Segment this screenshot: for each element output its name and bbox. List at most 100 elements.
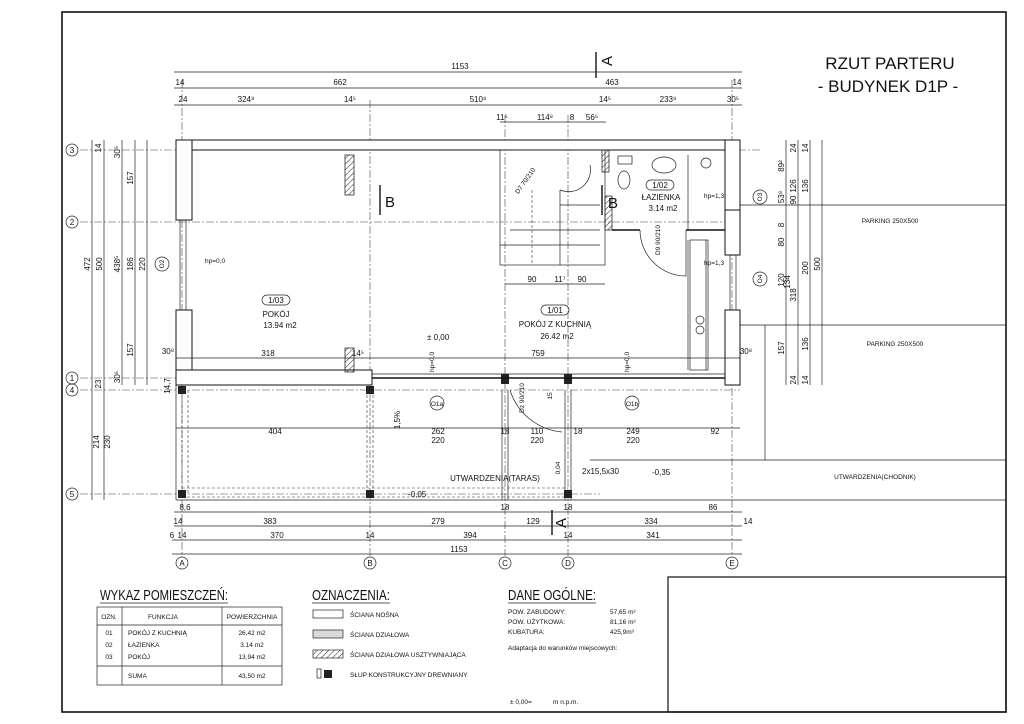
dimension-label: 11⁵ <box>496 113 508 122</box>
dimension-label: ± 0,00= <box>510 699 532 706</box>
dimension-label: 24 <box>179 95 188 104</box>
terrace-label: UTWARDZENIA(TARAS) <box>450 474 540 483</box>
dimension-label: 404 <box>268 427 282 436</box>
dimension-label: 30⁵ <box>727 95 739 104</box>
general-data: DANE OGÓLNE: POW. ZABUDOWY: 57,65 m² POW… <box>508 587 636 706</box>
grid-label-e: E <box>729 559 734 568</box>
grid-label-3: 3 <box>70 146 75 155</box>
dimension-label: 90 <box>578 275 587 284</box>
sheet-frame <box>61 11 1007 713</box>
dimension-label: 14⁵ <box>599 95 611 104</box>
dimension-label: 136 <box>801 337 810 351</box>
dimension-label: POW. ZABUDOWY: <box>508 609 566 616</box>
grid-label-4: 4 <box>70 386 75 395</box>
dimension-label: 370 <box>270 531 284 540</box>
room-number: 1/02 <box>652 181 668 190</box>
dimension-label: 279 <box>431 517 445 526</box>
dimension-label: 759 <box>531 349 545 358</box>
room-schedule: WYKAZ POMIESZCZEŃ: OZN. FUNKCJA POWIERZC… <box>96 587 283 686</box>
dimension-label: 11⁷ <box>554 275 565 284</box>
dimension-label: 438⁵ <box>113 256 122 273</box>
dimension-label: 334 <box>644 517 658 526</box>
grid-label-2: 2 <box>70 218 75 227</box>
dimension-label: 220 <box>431 436 445 445</box>
dimension-label: 262 <box>431 427 445 436</box>
dimension-label: 14 <box>564 531 573 540</box>
level-zero: ± 0,00 <box>427 333 450 342</box>
dimension-label: Adaptacja do warunków miejscowych: <box>508 645 618 652</box>
dimension-label: SUMA <box>128 673 147 680</box>
dimension-label: 318 <box>789 288 798 302</box>
dimension-label: hp=0,0 <box>624 352 631 372</box>
grid-label-5: 5 <box>70 490 75 499</box>
section-b-marker: B <box>385 194 395 211</box>
timber-column-icon <box>324 670 332 678</box>
dimension-label: 86 <box>709 503 718 512</box>
grid-column-markers: A B C D E <box>175 556 739 570</box>
room-area: 3.14 m2 <box>649 204 678 213</box>
dimension-label: FUNKCJA <box>148 614 179 621</box>
dimension-label: 3.14 m2 <box>240 642 264 649</box>
building-walls <box>175 139 741 386</box>
title-line-2: - BUDYNEK D1P - <box>818 77 958 96</box>
dimension-label: 24 <box>789 375 798 384</box>
dimension-label: 249 <box>626 427 640 436</box>
dimension-label: 8,6 <box>179 503 191 512</box>
dimension-label: 56⁵ <box>586 113 598 122</box>
dimension-label: 90 <box>789 195 798 204</box>
dimension-label: 57,65 m² <box>610 609 636 616</box>
dimension-label: 157 <box>126 171 135 185</box>
dimension-label: 383 <box>263 517 277 526</box>
dimension-label: 341 <box>646 531 660 540</box>
dimension-label: 6 <box>170 531 175 540</box>
room-area: 26.42 m2 <box>540 332 574 341</box>
step-size: 2x15,5x30 <box>582 467 619 476</box>
dimension-label: POWIERZCHNIA <box>227 614 278 621</box>
walkway-label: UTWARDZENIA(CHODNIK) <box>834 474 916 481</box>
room-number: 1/03 <box>268 296 284 305</box>
dimension-label: 14 <box>176 78 185 87</box>
dimension-label: 110 <box>531 427 544 436</box>
dimension-label: 394 <box>463 531 477 540</box>
dimension-label: 14 <box>801 375 810 384</box>
dimension-label: 120 <box>777 273 786 287</box>
window-o2: O2 <box>159 259 166 268</box>
dimension-label: 510⁸ <box>470 95 487 104</box>
dimension-label: 03 <box>105 654 113 661</box>
dimension-label: ŚCIANA NOŚNA <box>350 610 399 619</box>
window-o1a: O1a <box>431 401 444 408</box>
dimension-label: 30⁸ <box>740 347 752 356</box>
level-terrace: -0,05 <box>408 490 427 499</box>
section-a-marker: A <box>553 518 570 528</box>
dimension-label: hp=0,0 <box>205 258 225 265</box>
dimension-label: 14 <box>94 143 103 152</box>
terrace-slope: 1,5% <box>393 411 402 429</box>
grid-label-b: B <box>367 559 372 568</box>
dimension-label: 8 <box>570 113 575 122</box>
stiffening-wall-swatch <box>312 649 344 659</box>
dimension-label: 0,04 <box>555 461 562 474</box>
parking-area: PARKING 250X500 PARKING 250X500 UTWARDZE… <box>590 204 1006 501</box>
level-outside: -0,35 <box>652 468 671 477</box>
left-dimensions: 14 30⁵ 157 472 500 438⁵ 186 220 157 30⁵ … <box>83 140 172 500</box>
grid-label-c: C <box>502 559 508 568</box>
dimension-label: 126 <box>789 179 798 193</box>
dimension-label: 662 <box>333 78 347 87</box>
dimension-label: KUBATURA: <box>508 629 545 636</box>
dimension-label: 89² <box>777 160 786 172</box>
dimension-label: ŚCIANA DZIAŁOWA <box>350 630 410 639</box>
terrace <box>175 374 740 501</box>
dimension-label: 318 <box>261 349 275 358</box>
dimension-label: 26,42 m2 <box>238 630 265 637</box>
dimension-label: 80 <box>777 237 786 246</box>
door-d7-label: D7 70/210 <box>514 167 537 196</box>
dimension-label: 8 <box>777 222 786 227</box>
dimension-label: 220 <box>626 436 640 445</box>
dimension-label: POW. UŻYTKOWA: <box>508 617 565 626</box>
dimension-label: 81,16 m² <box>610 619 636 626</box>
general-data-title: DANE OGÓLNE: <box>508 587 596 604</box>
dimension-label: 92 <box>711 427 720 436</box>
dimension-label: 14 <box>801 143 810 152</box>
dimension-label: 1153 <box>450 545 468 554</box>
